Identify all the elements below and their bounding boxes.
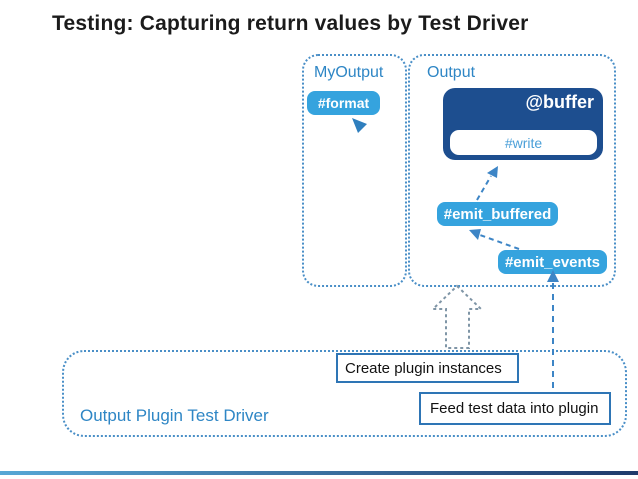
feed-test-data-note: Feed test data into plugin <box>419 392 611 425</box>
buffer-label: @buffer <box>525 92 594 112</box>
format-method-pill: #format <box>307 91 380 115</box>
emit-buffered-method-pill: #emit_buffered <box>437 202 558 226</box>
emit-events-method-pill: #emit_events <box>498 250 607 274</box>
test-driver-label: Output Plugin Test Driver <box>80 406 269 425</box>
write-method-label: #write <box>504 134 543 151</box>
output-class-box <box>408 54 616 287</box>
output-class-label: Output <box>427 64 476 81</box>
create-plugin-instances-note: Create plugin instances <box>336 353 519 383</box>
slide-title: Testing: Capturing return values by Test… <box>52 12 529 35</box>
test-driver-box <box>62 350 627 437</box>
myoutput-class-label: MyOutput <box>314 64 384 81</box>
myoutput-class-box <box>302 54 407 287</box>
hollow-up-arrow-icon <box>430 284 484 349</box>
write-method-box: #write <box>450 130 597 155</box>
footer-accent-bar <box>0 471 638 475</box>
